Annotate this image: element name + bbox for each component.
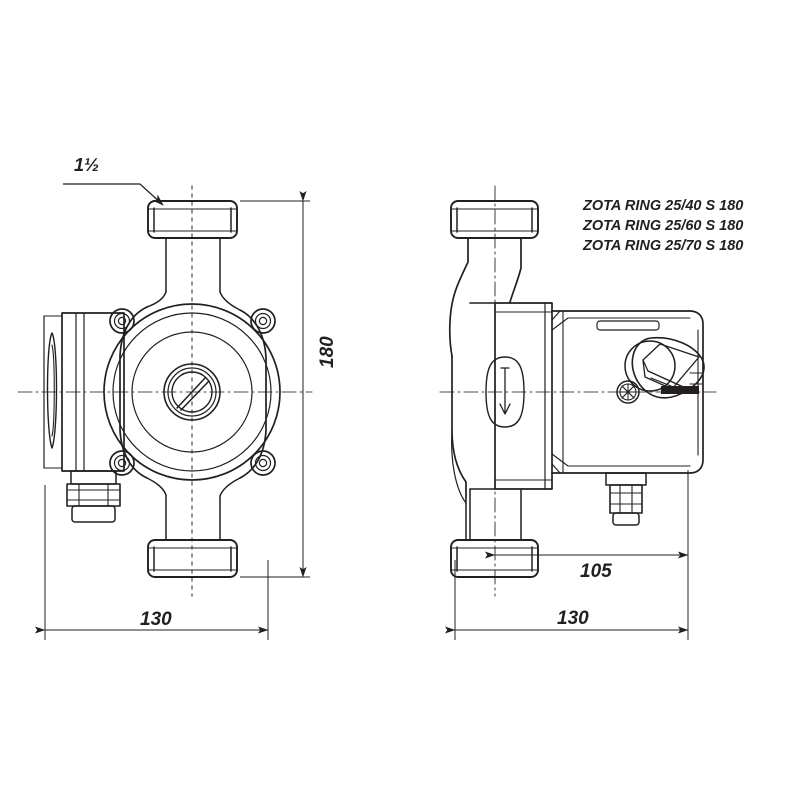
front-bolt-bosses — [109, 308, 276, 476]
dimension-label-width-130-front: 130 — [140, 609, 172, 630]
side-flow-arrow-badge — [485, 356, 525, 428]
front-center-hub — [163, 363, 221, 421]
inlet-thread-leader — [63, 183, 164, 206]
front-lower-neck — [146, 477, 241, 541]
front-top-union-flange — [147, 200, 238, 239]
front-bottom-union-flange — [147, 539, 238, 578]
side-top-union-flange — [450, 200, 539, 239]
front-view — [17, 185, 313, 597]
side-upper-neck — [448, 237, 522, 357]
side-bottom-union-flange — [450, 539, 539, 578]
side-cross-screw — [616, 380, 640, 404]
side-flow-arrow — [499, 367, 511, 415]
model-line-3: ZOTA RING 25/70 S 180 — [583, 238, 744, 254]
dimension-label-depth-130: 130 — [557, 608, 589, 629]
front-view-dimensions — [34, 183, 310, 640]
front-cable-gland — [66, 470, 121, 523]
bolt-boss-bottom-right — [250, 450, 276, 476]
side-view-dimensions — [444, 470, 689, 640]
side-cable-gland — [605, 472, 647, 526]
dimension-label-depth-105: 105 — [580, 561, 612, 582]
front-motor-housing-circles — [103, 303, 281, 481]
front-upper-neck — [146, 237, 241, 311]
bolt-boss-top-right — [250, 308, 276, 334]
front-terminal-box-lens — [46, 332, 58, 449]
side-speed-selector-knob — [624, 336, 705, 399]
dimension-label-height-180: 180 — [317, 336, 338, 368]
front-hub-slot — [176, 377, 210, 411]
side-view — [439, 185, 717, 597]
callout-inlet-thread-size: 1½ — [74, 155, 100, 175]
model-designation-list: ZOTA RING 25/40 S 180 ZOTA RING 25/60 S … — [583, 196, 800, 256]
model-line-2: ZOTA RING 25/60 S 180 — [583, 218, 744, 234]
model-line-1: ZOTA RING 25/40 S 180 — [583, 198, 744, 214]
side-lower-neck — [451, 429, 522, 541]
